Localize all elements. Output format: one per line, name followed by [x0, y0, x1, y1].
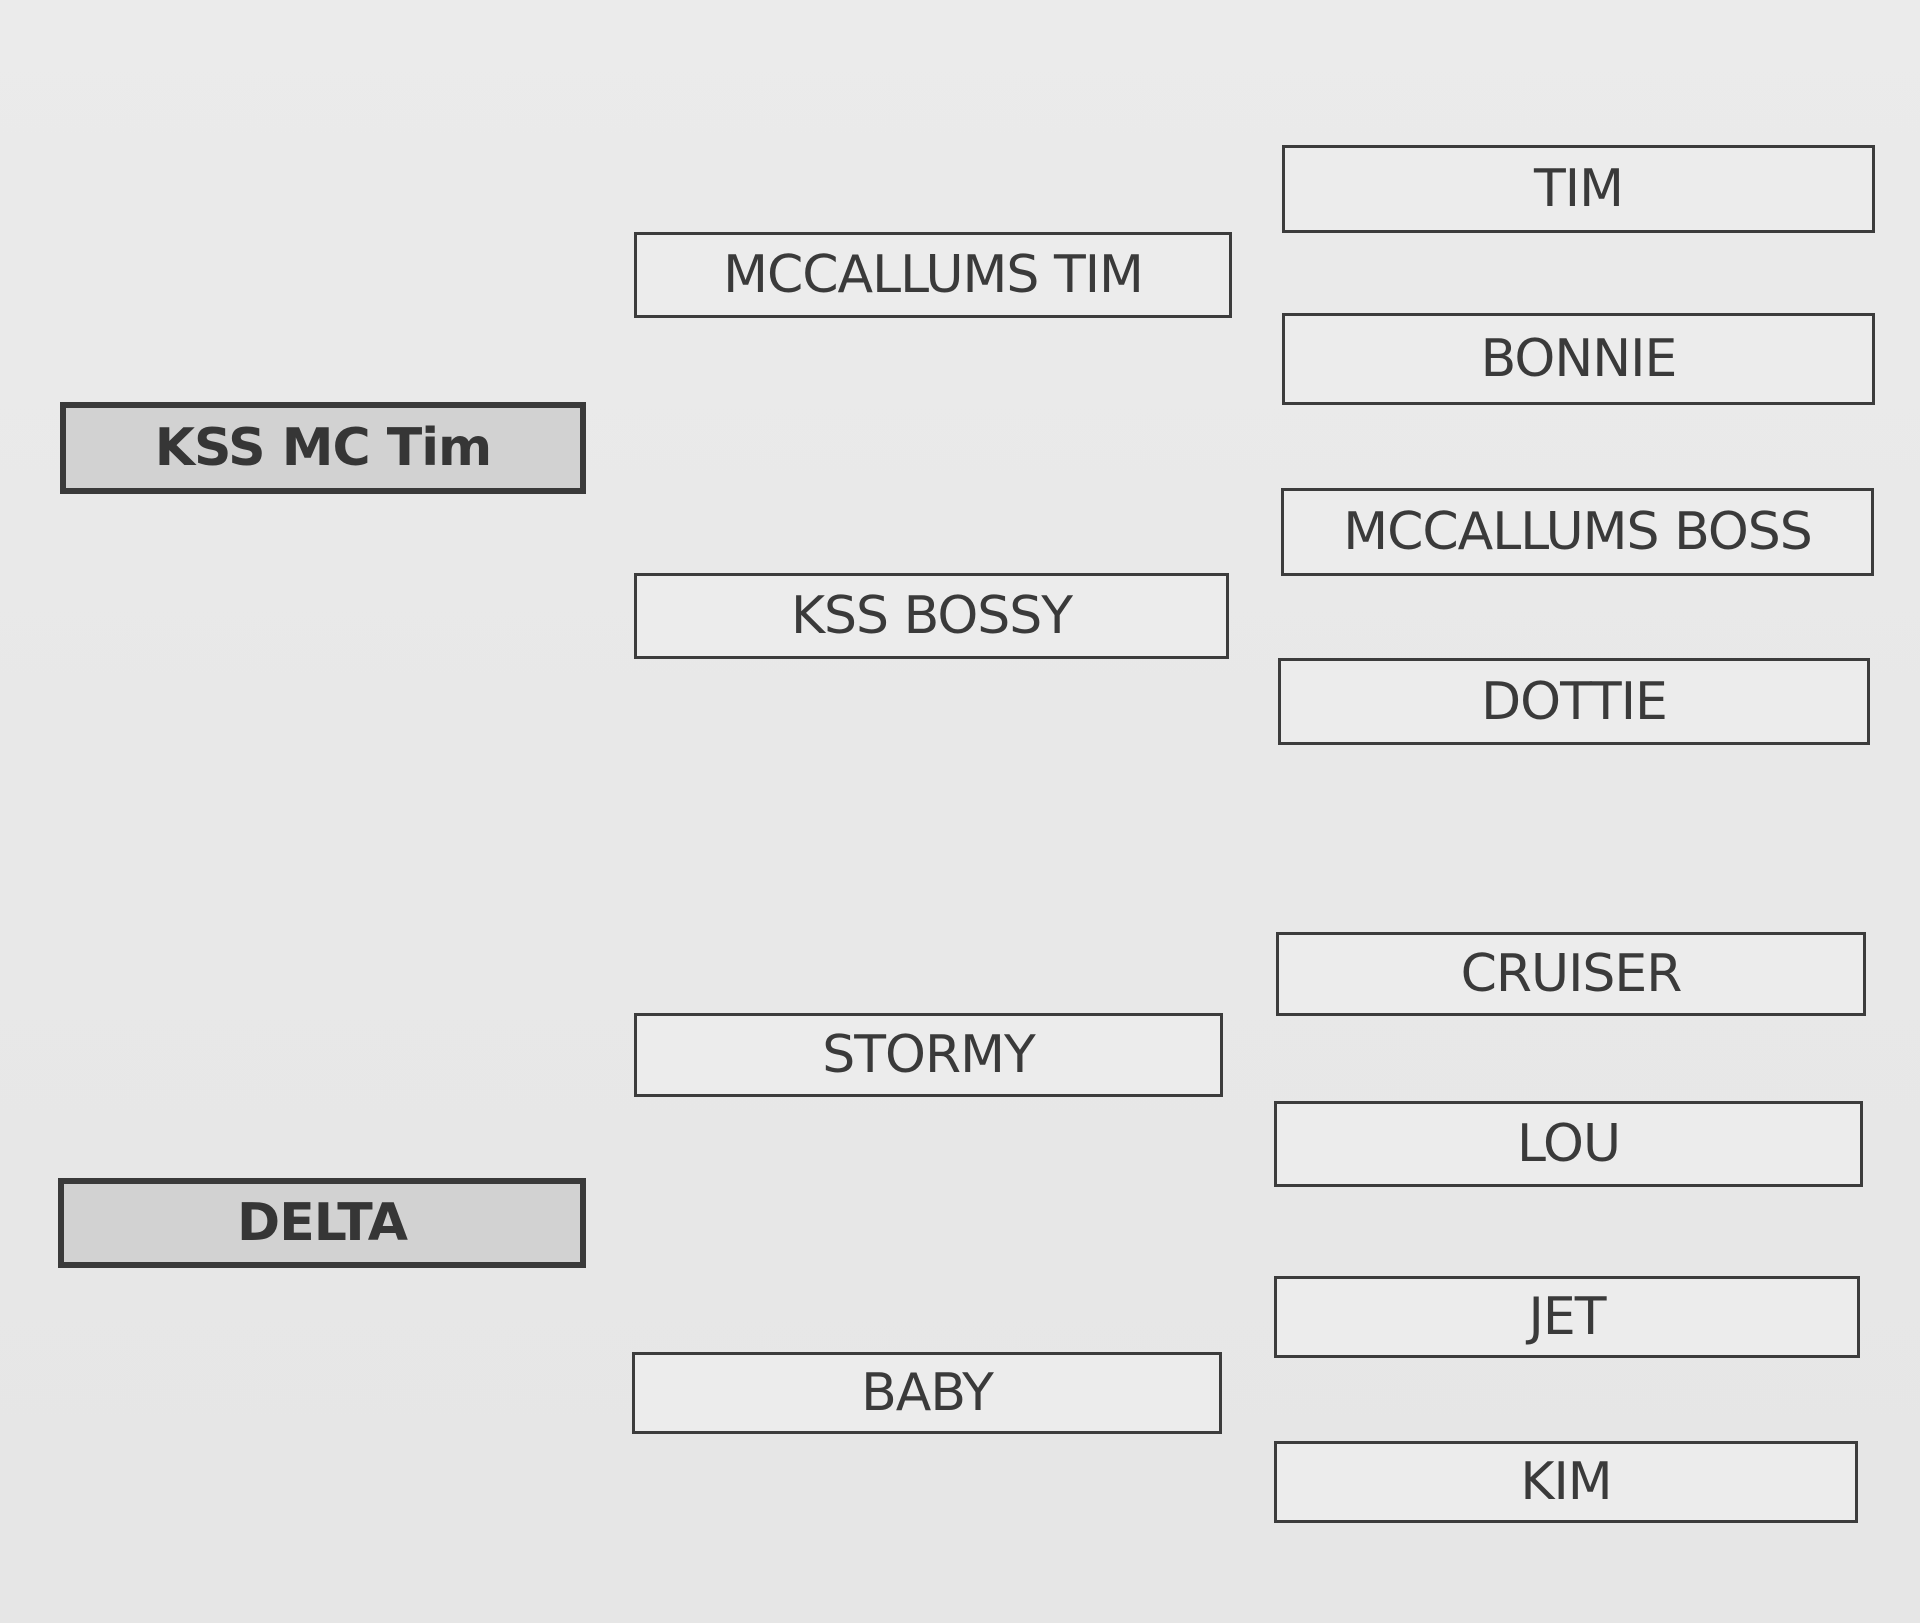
- sire-sire-name: MCCALLUMS TIM: [723, 245, 1144, 305]
- dam-sire-dam-name: LOU: [1516, 1114, 1621, 1174]
- sire-sire-sire-name: TIM: [1534, 159, 1624, 219]
- sire-box: KSS MC Tim: [60, 402, 586, 494]
- dam-dam-name: BABY: [861, 1363, 994, 1423]
- dam-dam-dam-box: KIM: [1274, 1441, 1858, 1523]
- sire-dam-dam-name: DOTTIE: [1481, 671, 1668, 732]
- dam-sire-name: STORMY: [822, 1025, 1035, 1085]
- dam-sire-dam-box: LOU: [1274, 1101, 1863, 1187]
- dam-sire-sire-name: CRUISER: [1460, 944, 1683, 1004]
- dam-box: DELTA: [58, 1178, 586, 1268]
- dam-dam-box: BABY: [632, 1352, 1222, 1434]
- sire-dam-sire-box: MCCALLUMS BOSS: [1281, 488, 1874, 576]
- sire-sire-box: MCCALLUMS TIM: [634, 232, 1232, 318]
- sire-dam-dam-box: DOTTIE: [1278, 658, 1870, 745]
- dam-dam-sire-name: JET: [1528, 1287, 1607, 1347]
- sire-sire-sire-box: TIM: [1282, 145, 1875, 233]
- dam-sire-sire-box: CRUISER: [1276, 932, 1866, 1016]
- dam-dam-dam-name: KIM: [1520, 1452, 1612, 1512]
- dam-sire-box: STORMY: [634, 1013, 1223, 1097]
- sire-sire-dam-name: BONNIE: [1480, 329, 1678, 389]
- sire-dam-box: KSS BOSSY: [634, 573, 1229, 659]
- dam-name: DELTA: [237, 1193, 408, 1253]
- sire-name: KSS MC Tim: [154, 418, 492, 478]
- sire-sire-dam-box: BONNIE: [1282, 313, 1875, 405]
- dam-dam-sire-box: JET: [1274, 1276, 1860, 1358]
- sire-dam-sire-name: MCCALLUMS BOSS: [1343, 502, 1813, 562]
- sire-dam-name: KSS BOSSY: [790, 586, 1073, 646]
